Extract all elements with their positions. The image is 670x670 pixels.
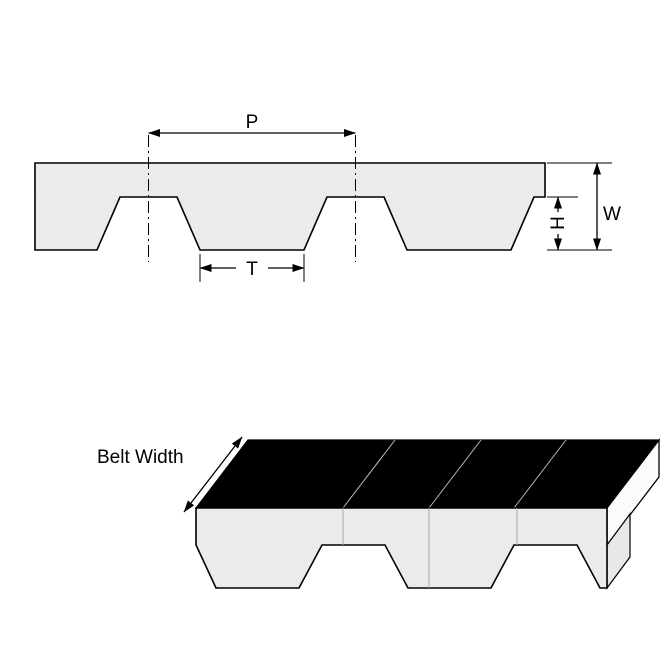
belt-profile [34,162,546,251]
cross-section-view: P T H W [34,112,621,282]
belt-thickness-dimension: W [547,162,621,251]
belt-top-face [194,439,661,509]
belt-width-arrow [183,436,243,513]
pitch-dimension: P [148,112,356,137]
tooth-width-dimension: T [199,254,305,282]
top-face-seam-1 [342,439,396,509]
top-face-seam-3 [513,439,567,509]
belt-thickness-label: W [603,204,621,225]
belt-front-face [195,507,608,589]
tooth-height-label: H [548,216,569,230]
tooth-width-label: T [246,259,258,280]
belt-width-dimension: Belt Width [97,436,243,513]
pitch-label: P [246,112,259,133]
belt-width-label: Belt Width [97,447,184,468]
perspective-view: Belt Width [97,436,661,590]
top-face-seam-2 [428,439,482,509]
tooth-height-dimension: H [547,196,578,251]
